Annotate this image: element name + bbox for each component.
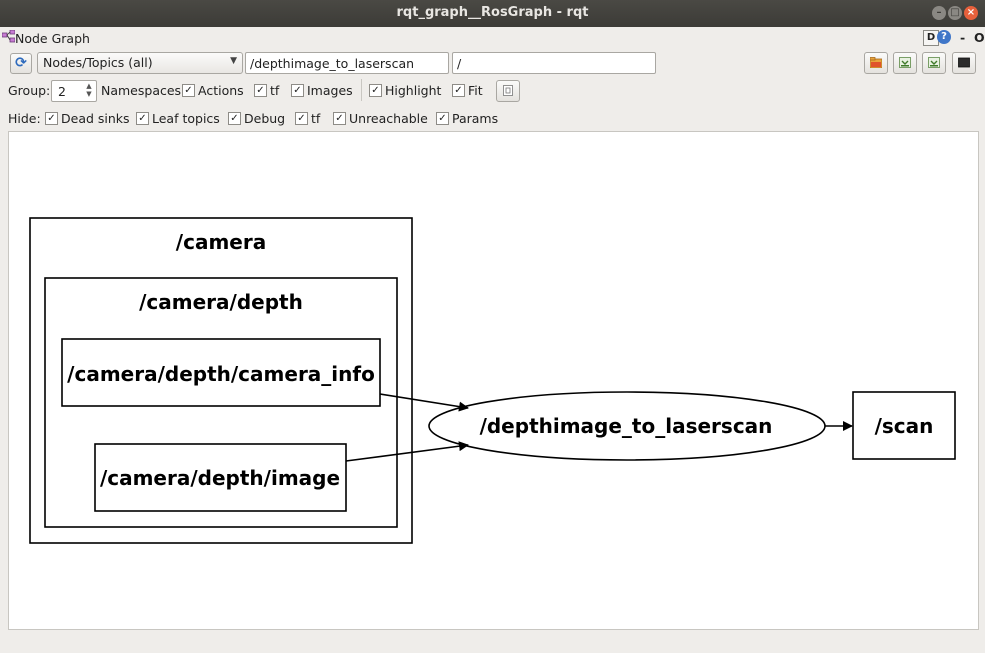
group-label: Group: [8, 83, 51, 98]
save-image-icon [899, 57, 911, 68]
graph-mode-select[interactable]: Nodes/Topics (all) ▼ [37, 52, 243, 74]
hide-tf-label: tf [311, 111, 321, 126]
dead-sinks-label: Dead sinks [61, 111, 130, 126]
options-separator [361, 79, 362, 101]
group-depth-value: 2 [58, 84, 66, 99]
refresh-button[interactable]: ⟳ [10, 53, 32, 74]
minimize-button[interactable]: – [932, 6, 946, 20]
node-filter-field[interactable] [245, 52, 449, 74]
namespace-camera-box [29, 217, 413, 544]
topic-scan-label: /scan [875, 414, 934, 438]
debug-label: Debug [244, 111, 286, 126]
edge-image-to-node [345, 441, 469, 462]
hide-options: Hide: ✓ Dead sinks ✓ Leaf topics ✓ Debug… [0, 107, 985, 127]
plugin-title: Node Graph [15, 31, 90, 46]
maximize-button[interactable]: □ [948, 6, 962, 20]
hide-tf-checkbox[interactable]: ✓ [295, 112, 308, 125]
fit-checkbox[interactable]: ✓ [452, 84, 465, 97]
edge-camera-info-to-node [379, 393, 469, 412]
debug-checkbox[interactable]: ✓ [228, 112, 241, 125]
node-graph-icon [2, 30, 15, 43]
fit-in-view-button[interactable] [496, 80, 520, 102]
node-depthimage-to-laserscan-label: /depthimage_to_laserscan [480, 414, 773, 438]
group-depth-spinbox[interactable]: 2 ▲▼ [51, 80, 97, 102]
graph-toolbar: ⟳ Nodes/Topics (all) ▼ [0, 51, 985, 75]
fit-view-button[interactable] [952, 52, 976, 74]
dead-sinks-checkbox[interactable]: ✓ [45, 112, 58, 125]
plugin-header: Node Graph D ? - O [0, 27, 985, 49]
graph-canvas[interactable]: /camera /camera/depth /camera/depth/came… [8, 131, 979, 630]
namespace-camera-depth-box [44, 277, 398, 528]
namespace-camera-label: /camera [176, 230, 266, 254]
topic-scan-box[interactable] [852, 391, 956, 460]
hide-label: Hide: [8, 111, 41, 126]
leaf-topics-checkbox[interactable]: ✓ [136, 112, 149, 125]
fit-icon [503, 85, 513, 96]
unreachable-checkbox[interactable]: ✓ [333, 112, 346, 125]
fit-label: Fit [468, 83, 483, 98]
topic-camera-info-box[interactable] [61, 338, 381, 407]
highlight-label: Highlight [385, 83, 442, 98]
images-label: Images [307, 83, 353, 98]
plugin-minimize-button[interactable]: - [960, 30, 966, 45]
help-icon[interactable]: ? [937, 30, 951, 44]
tf-label: tf [270, 83, 280, 98]
save-svg-button[interactable] [922, 52, 946, 74]
tf-checkbox[interactable]: ✓ [254, 84, 267, 97]
images-checkbox[interactable]: ✓ [291, 84, 304, 97]
topic-filter-field[interactable] [452, 52, 656, 74]
close-window-button[interactable]: × [964, 6, 978, 20]
save-svg-icon [928, 57, 940, 68]
screen-icon [958, 57, 970, 68]
window-titlebar: rqt_graph__RosGraph - rqt – □ × [0, 0, 985, 27]
node-filter-input[interactable] [246, 53, 448, 73]
highlight-checkbox[interactable]: ✓ [369, 84, 382, 97]
topic-filter-input[interactable] [453, 53, 655, 73]
params-label: Params [452, 111, 499, 126]
topic-image-label: /camera/depth/image [100, 466, 340, 490]
namespaces-label: Namespaces [101, 83, 182, 98]
topic-image-box[interactable] [94, 443, 347, 512]
load-dot-button[interactable] [864, 52, 888, 74]
actions-checkbox[interactable]: ✓ [182, 84, 195, 97]
graph-options: Group: 2 ▲▼ Namespaces ✓ Actions ✓ tf ✓ … [0, 79, 985, 102]
actions-label: Actions [198, 83, 244, 98]
chevron-down-icon: ▼ [230, 56, 237, 66]
params-checkbox[interactable]: ✓ [436, 112, 449, 125]
leaf-topics-label: Leaf topics [152, 111, 220, 126]
save-dot-button[interactable] [893, 52, 917, 74]
graph-mode-value: Nodes/Topics (all) [43, 55, 153, 70]
unreachable-label: Unreachable [349, 111, 428, 126]
ros-graph: /camera /camera/depth /camera/depth/came… [29, 217, 956, 544]
namespace-camera-depth-label: /camera/depth [139, 290, 303, 314]
topic-camera-info-label: /camera/depth/camera_info [67, 362, 375, 386]
refresh-icon: ⟳ [15, 55, 27, 71]
window-title: rqt_graph__RosGraph - rqt [396, 5, 589, 20]
plugin-close-button[interactable]: O [974, 30, 985, 45]
folder-open-icon [870, 57, 882, 68]
spin-arrows-icon[interactable]: ▲▼ [86, 82, 92, 98]
